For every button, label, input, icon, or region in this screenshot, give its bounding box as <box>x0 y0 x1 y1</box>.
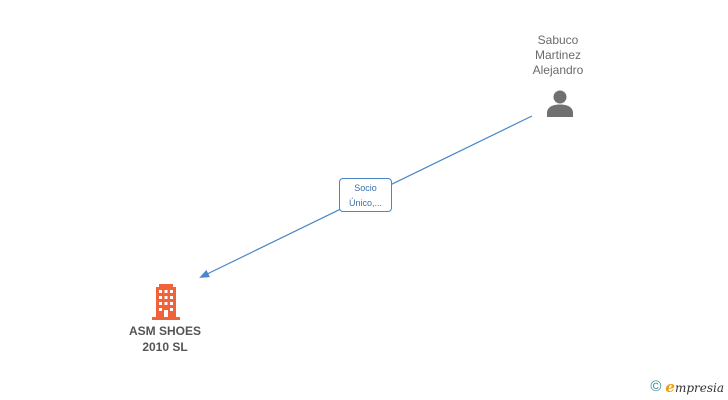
edge-label-line-2: Único,... <box>348 198 382 208</box>
company-name-line-2: 2010 SL <box>142 340 188 354</box>
copyright-icon: © <box>650 378 662 395</box>
person-icon[interactable] <box>545 88 575 118</box>
person-name-line-3: Alejandro <box>532 63 584 77</box>
company-name-line-1: ASM SHOES <box>128 324 201 338</box>
brand-logo-rest: mpresia <box>674 380 724 395</box>
brand-logo[interactable]: empresia <box>665 379 724 396</box>
footer-brand: © empresia <box>650 378 724 396</box>
company-name[interactable]: ASM SHOES 2010 SL <box>110 323 220 355</box>
building-icon[interactable] <box>150 284 182 320</box>
edge-label-line-1: Socio <box>354 183 377 193</box>
edge-relation-label[interactable]: Socio Único,... <box>339 178 392 212</box>
person-name-line-2: Martinez <box>534 48 581 62</box>
person-name-line-1: Sabuco <box>537 33 579 47</box>
brand-logo-initial: e <box>665 377 675 396</box>
person-name[interactable]: Sabuco Martinez Alejandro <box>508 33 608 78</box>
